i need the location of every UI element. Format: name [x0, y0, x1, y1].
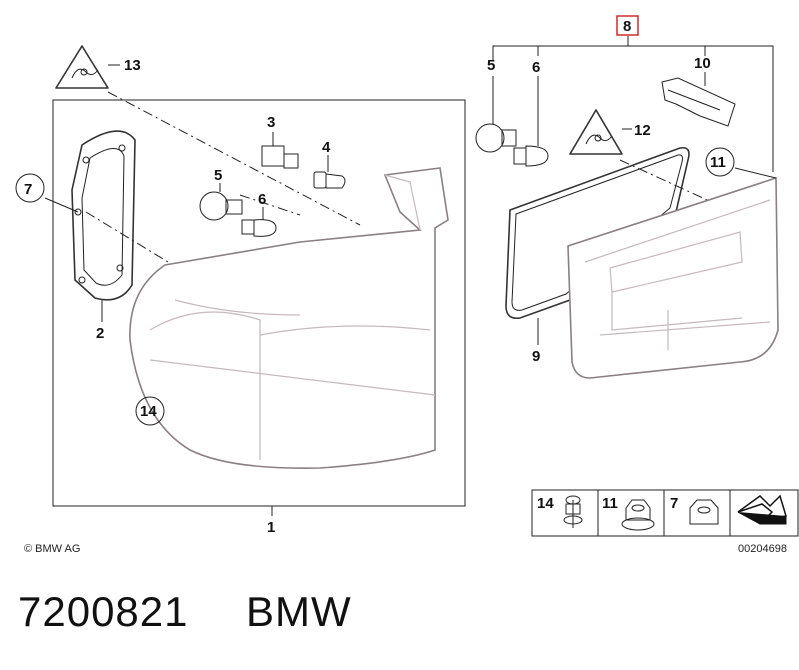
- socket-5-left: [199, 191, 243, 221]
- direction-arrow-icon: [737, 494, 787, 525]
- callout-12: 12: [634, 122, 651, 139]
- screw-icon: [563, 495, 583, 528]
- callout-11-circle: [705, 147, 735, 177]
- part-number: 7200821: [18, 588, 189, 635]
- callout-11: 11: [710, 154, 726, 171]
- warning-triangle-12: [569, 109, 623, 155]
- callout-1: 1: [267, 519, 275, 536]
- callout-8: 8: [623, 18, 631, 35]
- clip-10: [661, 77, 736, 127]
- callout-10: 10: [694, 55, 711, 72]
- hex-nut-icon: [689, 499, 719, 525]
- legend-14: 14: [537, 495, 554, 512]
- gasket-2: [71, 130, 136, 301]
- image-code: 00204698: [738, 543, 787, 555]
- assembly-1-frame: [52, 99, 466, 507]
- warning-triangle-13: [55, 45, 109, 89]
- brand-name: BMW: [246, 588, 352, 635]
- callout-3: 3: [267, 114, 275, 131]
- flange-nut-icon: [621, 499, 655, 531]
- callout-2: 2: [96, 325, 104, 342]
- callout-14: 14: [140, 403, 157, 420]
- callout-8-highlight: [616, 15, 639, 36]
- bulb-6-right: [513, 145, 549, 167]
- callout-7: 7: [24, 181, 32, 198]
- callout-14-circle: [135, 396, 165, 426]
- callout-6-left: 6: [258, 191, 266, 208]
- inner-lamp: [567, 176, 779, 379]
- legend-7: 7: [670, 495, 678, 512]
- bulb-holder-3: [261, 145, 299, 169]
- assembly-8-bracket: [492, 45, 774, 172]
- hardware-legend: 14 11 7: [531, 489, 799, 537]
- rear-lamp-1: [129, 167, 449, 469]
- callout-5-left: 5: [214, 167, 222, 184]
- callout-13: 13: [124, 57, 141, 74]
- callout-9: 9: [532, 348, 540, 365]
- bulb-6-left: [241, 219, 277, 237]
- parts-diagram: 13 3 4 5 6 7 2 14 1 8 5 6 10 12 11 9 14 …: [15, 15, 799, 555]
- copyright-text: © BMW AG: [24, 543, 80, 555]
- bulb-4: [313, 171, 346, 189]
- callout-5-right: 5: [487, 57, 495, 74]
- socket-5-right: [475, 123, 517, 153]
- callout-4: 4: [322, 139, 331, 156]
- callout-6-right: 6: [532, 59, 540, 76]
- callout-7-circle: [15, 173, 45, 203]
- legend-11: 11: [602, 495, 618, 512]
